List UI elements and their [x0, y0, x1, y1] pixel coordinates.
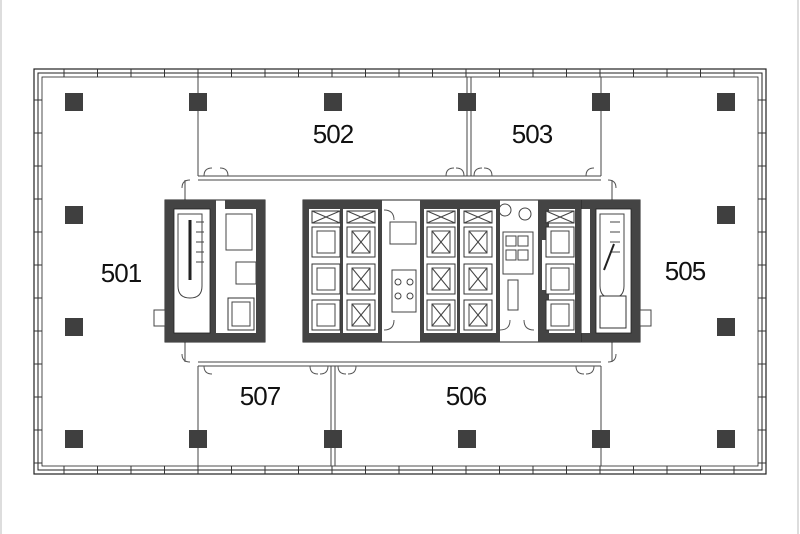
elevator-cab [431, 303, 451, 327]
central-core [302, 199, 582, 343]
column [458, 430, 476, 448]
column [717, 93, 735, 111]
room-label-506: 506 [446, 381, 487, 411]
shaft-cross [311, 210, 341, 224]
column [65, 206, 83, 224]
right-core [539, 199, 652, 343]
room-label-505: 505 [665, 256, 706, 286]
column [717, 430, 735, 448]
column [65, 318, 83, 336]
column [65, 430, 83, 448]
elevator-cab [316, 303, 336, 327]
elevator-cab [316, 267, 336, 291]
cab-cross [351, 267, 371, 291]
column [324, 93, 342, 111]
elevator-cars [311, 210, 575, 331]
column [592, 93, 610, 111]
room-label-503: 503 [512, 119, 553, 149]
cab-cross [431, 303, 451, 327]
cab-cross [351, 230, 371, 254]
cab-cross [431, 230, 451, 254]
cab-cross [468, 303, 488, 327]
room-label-507: 507 [240, 381, 281, 411]
shaft-cross [346, 210, 376, 224]
outer-facade [33, 68, 767, 475]
doors [181, 167, 617, 375]
column [65, 93, 83, 111]
column [717, 318, 735, 336]
elevator-cab [351, 267, 371, 291]
elevator-cab [431, 230, 451, 254]
elevator-cab [550, 230, 570, 254]
elevator-cab [550, 303, 570, 327]
column [717, 206, 735, 224]
cab-cross [351, 303, 371, 327]
room-label-501: 501 [101, 258, 142, 288]
cab-cross [468, 230, 488, 254]
column [189, 93, 207, 111]
cab-cross [468, 267, 488, 291]
column [324, 430, 342, 448]
elevator-cab [351, 230, 371, 254]
left-core [153, 199, 266, 343]
elevator-cab [468, 267, 488, 291]
elevator-cab [316, 230, 336, 254]
elevator-cab [468, 303, 488, 327]
elevator-cab [351, 303, 371, 327]
elevator-cab [431, 267, 451, 291]
elevator-cab [550, 267, 570, 291]
shaft-cross [463, 210, 493, 224]
elevator-cab [468, 230, 488, 254]
room-label-502: 502 [313, 119, 354, 149]
column [592, 430, 610, 448]
structural-columns [65, 93, 735, 448]
facade-mullions [34, 69, 766, 474]
column [458, 93, 476, 111]
shaft-cross [545, 210, 575, 224]
shaft-cross [426, 210, 456, 224]
column [189, 430, 207, 448]
cab-cross [431, 267, 451, 291]
